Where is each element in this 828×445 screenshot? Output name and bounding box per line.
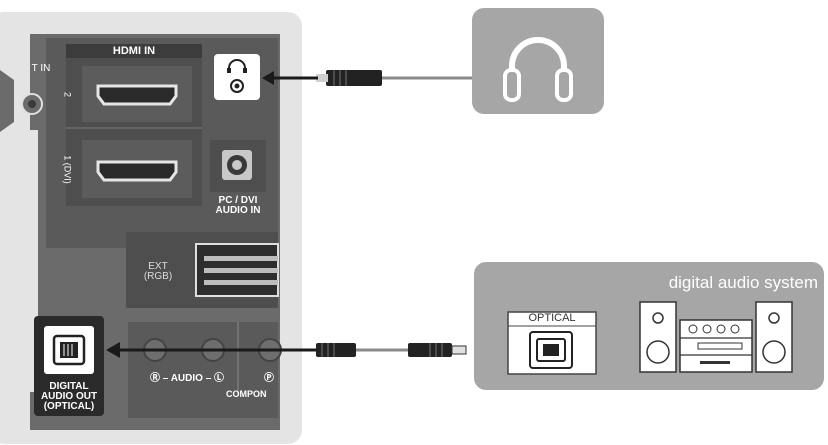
ext-rgb-block xyxy=(126,232,279,308)
ext-rgb-label: EXT (RGB) xyxy=(143,261,173,282)
headphone-cable xyxy=(262,70,472,86)
pr-label: Ⓟ xyxy=(264,373,274,384)
panel-left-notch xyxy=(0,70,14,132)
headphones-icon xyxy=(509,37,567,78)
hdmi-port-1-dvi[interactable] xyxy=(82,140,192,198)
component-label: COMPON xyxy=(226,389,267,399)
pc-dvi-audio-in-port[interactable] xyxy=(210,140,266,192)
optical-port-label: OPTICAL xyxy=(528,312,576,324)
digital-audio-out-label: DIGITAL AUDIO OUT (OPTICAL) xyxy=(40,381,98,412)
partial-in-label: T IN xyxy=(31,63,51,74)
component-audio-block xyxy=(128,322,278,418)
digital-audio-system-title: digital audio system xyxy=(668,273,818,292)
headphones-device xyxy=(472,8,604,114)
pc-dvi-audio-in-label: PC / DVI AUDIO IN xyxy=(215,195,261,216)
hdmi-header-bar xyxy=(66,44,202,58)
hdmi-in-label: HDMI IN xyxy=(112,45,156,57)
digital-audio-out-port[interactable] xyxy=(34,316,104,416)
hdmi-port-2-label: 2 xyxy=(62,91,73,97)
audio-label: Ⓡ – AUDIO – Ⓛ xyxy=(149,373,225,384)
hdmi-port-1-label: 1 (DVI) xyxy=(62,155,73,184)
stereo-unit-icon xyxy=(679,319,753,373)
hdmi-port-2[interactable] xyxy=(82,66,192,122)
optical-in-port[interactable] xyxy=(507,311,597,375)
headphone-jack-port[interactable] xyxy=(214,54,260,100)
digital-audio-system-device xyxy=(474,262,824,390)
optical-cable xyxy=(106,342,467,358)
speaker-right-icon xyxy=(755,301,793,373)
speaker-left-icon xyxy=(639,301,677,373)
